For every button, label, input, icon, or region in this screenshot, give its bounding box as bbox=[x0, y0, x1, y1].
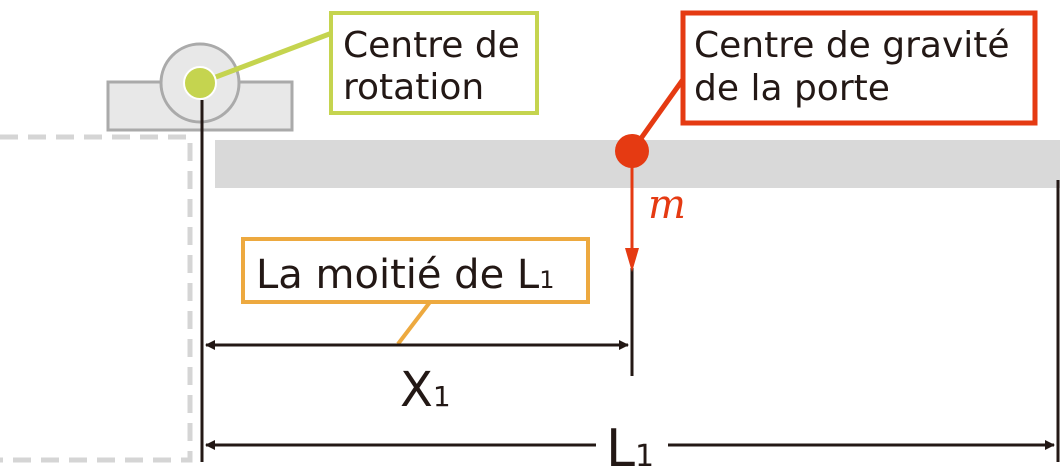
mass-label: m bbox=[648, 182, 686, 228]
rotation-center-dot bbox=[183, 66, 217, 100]
gravity-label-box bbox=[680, 10, 1038, 126]
x1-label: X1 bbox=[400, 362, 451, 418]
half-label-box bbox=[241, 237, 590, 304]
rotation-label-box bbox=[329, 11, 539, 115]
rotation-leader bbox=[199, 30, 333, 86]
l1-label: L1 bbox=[606, 419, 654, 470]
rotation-label-line2: rotation bbox=[343, 67, 484, 108]
door-frame-outline bbox=[0, 134, 193, 463]
half-label: La moitié de L1 bbox=[256, 252, 554, 298]
weight-arrow-head bbox=[625, 248, 639, 272]
gravity-center-dot bbox=[615, 134, 649, 168]
gravity-label-line1: Centre de gravité bbox=[694, 25, 1010, 66]
gravity-label-line2: de la porte bbox=[694, 68, 890, 109]
half-leader bbox=[396, 300, 432, 346]
rotation-label-line1: Centre de bbox=[343, 25, 520, 66]
